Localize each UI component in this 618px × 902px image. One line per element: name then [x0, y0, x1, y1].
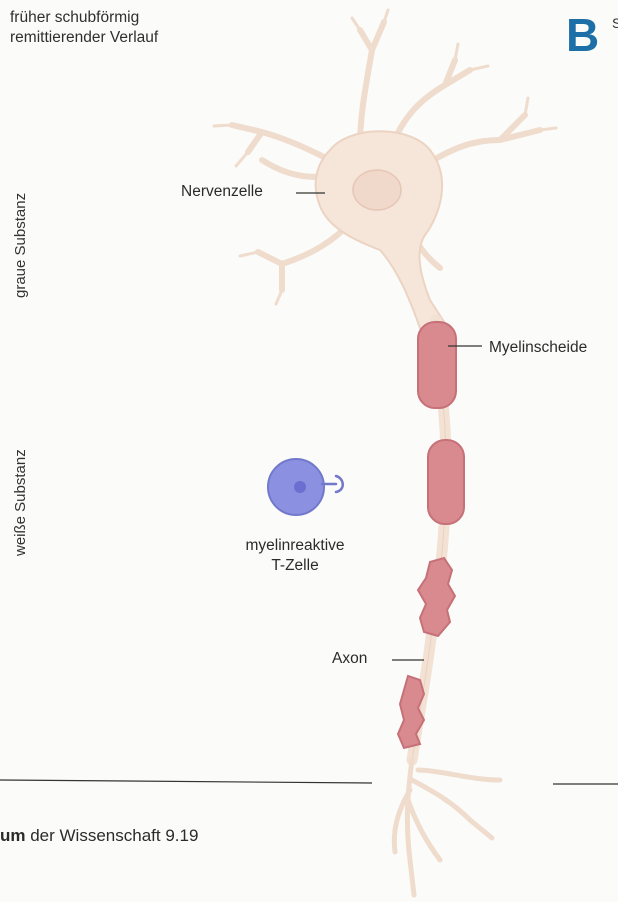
panel-letter: B	[566, 12, 599, 58]
footer-bold-text: um	[0, 826, 26, 845]
damaged-myelin-1	[418, 558, 455, 636]
t-cell-nucleus	[294, 481, 306, 493]
t-cell-label: myelinreaktive T-Zelle	[222, 536, 368, 576]
panel-heading-cut: S V	[612, 14, 618, 32]
t-cell	[268, 459, 343, 515]
myelin-sheath-label: Myelinscheide	[489, 339, 587, 357]
heading-line-2: remittierender Verlauf	[10, 28, 158, 48]
page-footer: um der Wissenschaft 9.19	[0, 826, 198, 846]
nerve-cell-label: Nervenzelle	[181, 183, 263, 201]
t-cell-receptor	[322, 476, 343, 492]
nucleus	[353, 170, 401, 210]
t-cell-label-line-2: T-Zelle	[222, 556, 368, 576]
axon-terminals	[394, 760, 500, 895]
grey-matter-label: graue Substanz	[12, 193, 29, 298]
figure-heading: früher schubförmig remittierender Verlau…	[10, 8, 158, 48]
heading-line-1: früher schubförmig	[10, 8, 158, 28]
myelin-segment-2	[428, 440, 464, 524]
myelin-segment-1	[418, 322, 456, 408]
nerve-cell-body	[316, 131, 448, 328]
divider-line-left	[0, 780, 372, 783]
t-cell-label-line-1: myelinreaktive	[222, 536, 368, 556]
axon-label: Axon	[332, 650, 367, 668]
footer-text: der Wissenschaft 9.19	[26, 826, 199, 845]
white-matter-label: weiße Substanz	[12, 449, 29, 556]
